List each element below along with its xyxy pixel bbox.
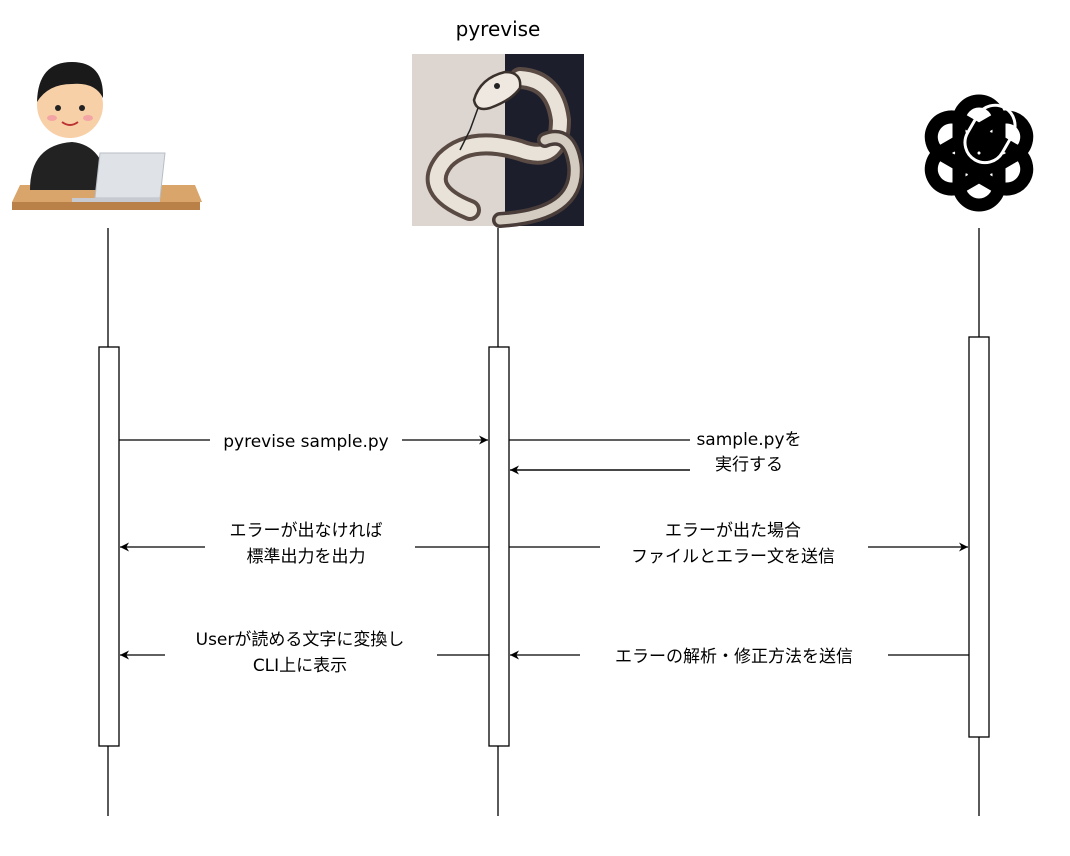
message-label-m2-line1: sample.pyを	[696, 430, 801, 450]
snake-logo-icon	[412, 54, 584, 228]
message-arrow-m2	[509, 439, 700, 475]
user-activation-bar	[98, 346, 120, 747]
message-label-m3-line2: 標準出力を出力	[247, 547, 366, 567]
pyrevise-title: pyrevise	[456, 17, 541, 41]
message-label-m2-line2: 実行する	[715, 455, 783, 475]
message-label-m4-line1: エラーが出た場合	[665, 521, 801, 541]
openai-activation-bar	[968, 336, 990, 738]
message-label-m3-line1: エラーが出なければ	[230, 521, 383, 541]
message-label-m5-line2: CLI上に表示	[253, 656, 347, 676]
user-at-laptop-icon	[12, 62, 202, 210]
pyrevise-activation-bar	[488, 346, 510, 747]
message-label-m4-line2: ファイルとエラー文を送信	[631, 547, 835, 567]
message-label-m1-line1: pyrevise sample.py	[223, 432, 389, 452]
openai-logo-icon	[924, 94, 1034, 212]
message-label-m6-line1: エラーの解析・修正方法を送信	[615, 647, 853, 667]
message-label-m5-line1: Userが読める文字に変換し	[196, 630, 405, 650]
